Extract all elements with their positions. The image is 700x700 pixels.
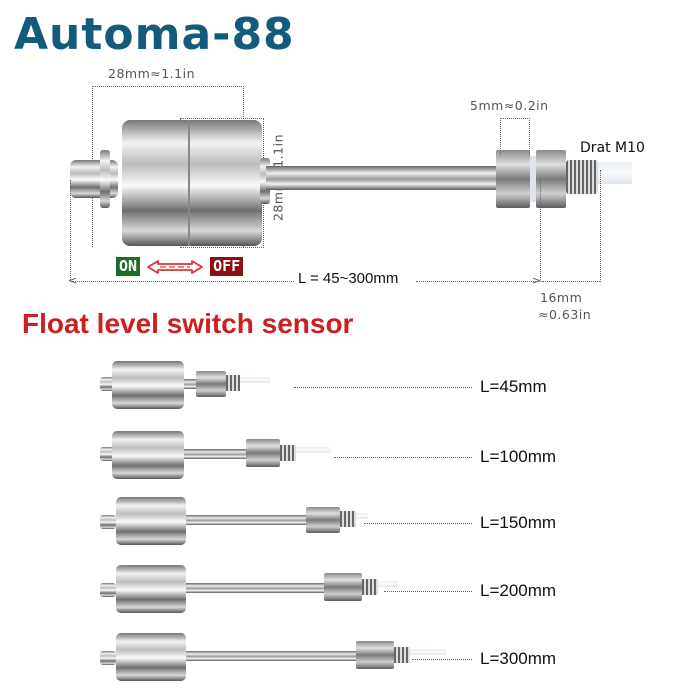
hex-nut [356, 641, 394, 669]
thread [226, 375, 240, 391]
thread [566, 160, 598, 194]
float-body [122, 120, 262, 246]
main-diagram: 28mm≈1.1in 28mm≈1.1in 5mm≈0.2in Drat M10… [0, 60, 700, 322]
length-line-right [416, 281, 538, 282]
leader-line [412, 659, 472, 660]
length-range-label: L = 45~300mm [298, 270, 399, 287]
leader-line [364, 523, 472, 524]
cable [356, 513, 368, 519]
length-line-left [72, 281, 294, 282]
leader-line [334, 457, 472, 458]
cable [410, 649, 446, 655]
stem-rod [184, 449, 248, 459]
nut-width-box [500, 118, 530, 155]
variant-length-label: L=150mm [480, 513, 557, 532]
thread [362, 579, 378, 595]
sensor-main-image [70, 120, 632, 260]
variant-item: L=45mm [0, 355, 700, 415]
hex-nut-2 [536, 150, 566, 208]
stem-rod [186, 583, 330, 593]
thread-length-label-mm: 16mm [540, 290, 583, 305]
on-badge: ON [116, 257, 141, 276]
switch-state-indicator: ON OFF [116, 257, 244, 276]
retaining-clip [100, 150, 110, 208]
variant-item: L=300mm [0, 629, 700, 689]
length-arrow-right-icon: > [532, 274, 542, 287]
cable [296, 447, 330, 453]
hex-nut-1 [496, 150, 530, 208]
hex-nut [246, 439, 280, 467]
float-body [112, 361, 184, 409]
thread-spec-label: Drat M10 [580, 140, 645, 156]
product-title: Float level switch sensor [22, 308, 354, 339]
variant-list: L=45mm L=100mm L=150mm L=200mm [0, 355, 700, 700]
hex-nut [306, 507, 340, 533]
end-stub [100, 651, 116, 665]
retaining-clip-2 [260, 158, 270, 204]
hex-nut [324, 573, 362, 601]
thread [280, 445, 296, 461]
thread [340, 511, 356, 527]
float-seam [188, 120, 190, 246]
cable [378, 581, 398, 587]
stem-rod [266, 166, 506, 190]
washer [530, 156, 536, 202]
end-stub [100, 515, 116, 529]
variant-length-label: L=45mm [480, 377, 547, 396]
float-body [112, 431, 184, 479]
thread-start-line [540, 180, 541, 282]
stem-rod [186, 515, 312, 525]
thread-length-label-in: ≈0.63in [538, 307, 592, 322]
hex-nut [196, 371, 226, 397]
float-body [116, 497, 186, 545]
thread-end-line [600, 170, 601, 282]
nut-width-label: 5mm≈0.2in [470, 98, 549, 113]
cable [240, 377, 270, 383]
variant-item: L=100mm [0, 425, 700, 485]
thread [394, 647, 410, 663]
length-start-line [70, 180, 71, 280]
float-body [116, 633, 186, 681]
end-stub [100, 583, 116, 597]
leader-line [384, 591, 472, 592]
stem-rod [186, 651, 362, 661]
leader-line [294, 387, 472, 388]
brand-logo: Automa-88 [14, 9, 295, 60]
variant-length-label: L=100mm [480, 447, 557, 466]
float-width-label: 28mm≈1.1in [108, 66, 196, 81]
double-arrow-icon [147, 259, 203, 274]
float-body [116, 565, 186, 613]
variant-item: L=200mm [0, 561, 700, 621]
off-badge: OFF [210, 257, 244, 276]
thread-length-line [542, 281, 600, 282]
end-stub [70, 160, 118, 198]
cable [598, 162, 632, 184]
variant-length-label: L=300mm [480, 649, 557, 668]
variant-item: L=150mm [0, 493, 700, 553]
length-arrow-left-icon: < [68, 274, 78, 287]
variant-length-label: L=200mm [480, 581, 557, 600]
stem-rod [184, 379, 198, 389]
